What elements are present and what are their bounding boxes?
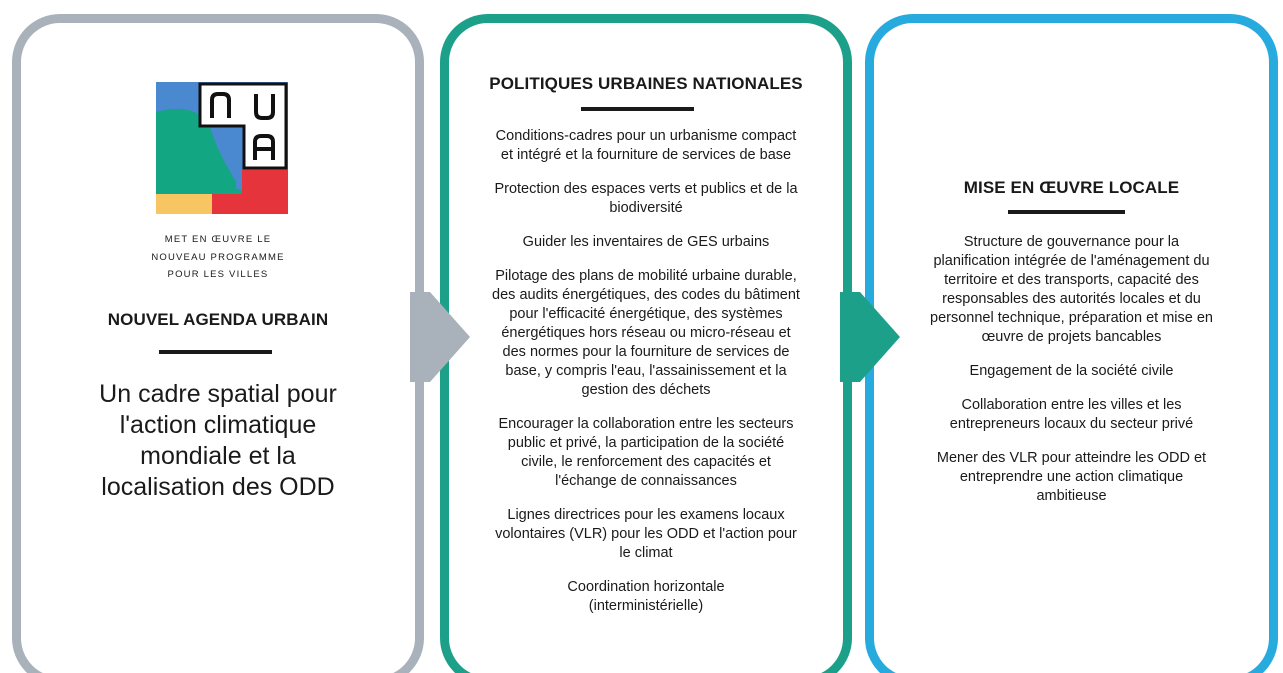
list-item: Lignes directrices pour les examens loca… bbox=[495, 507, 797, 561]
list-item: Conditions-cadres pour un urbanisme comp… bbox=[495, 128, 797, 163]
list-item: Collaboration entre les villes et les en… bbox=[949, 397, 1194, 432]
list-item: Mener des VLR pour atteindre les ODD et … bbox=[936, 450, 1207, 504]
implementation-list: Structure de gouvernance pour la planifi… bbox=[924, 233, 1219, 506]
heading-underline bbox=[581, 107, 694, 111]
panel-local-implementation: MISE EN ŒUVRE LOCALE Structure de gouver… bbox=[865, 14, 1278, 673]
nua-logo bbox=[156, 82, 288, 214]
heading-underline bbox=[1008, 210, 1125, 214]
policy-list: Conditions-cadres pour un urbanisme comp… bbox=[489, 127, 803, 616]
logo-caption-line: MET EN ŒUVRE LE bbox=[164, 234, 272, 245]
panel-national-urban-policies: POLITIQUES URBAINES NATIONALES Condition… bbox=[440, 14, 852, 673]
arrow-right-icon bbox=[410, 292, 470, 382]
panel-new-urban-agenda: MET EN ŒUVRE LE NOUVEAU PROGRAMME POUR L… bbox=[12, 14, 424, 673]
title-line: l'action climatique bbox=[119, 411, 317, 439]
list-item: Protection des espaces verts et publics … bbox=[494, 181, 798, 216]
title-line: localisation des ODD bbox=[101, 473, 335, 501]
list-item: Guider les inventaires de GES urbains bbox=[522, 234, 770, 250]
title-line: mondiale et la bbox=[140, 442, 296, 470]
list-item: Structure de gouvernance pour la planifi… bbox=[930, 234, 1213, 345]
heading-underline bbox=[159, 350, 272, 354]
title-line: Un cadre spatial pour bbox=[99, 380, 337, 408]
list-item: Encourager la collaboration entre les se… bbox=[498, 416, 794, 489]
list-item: Pilotage des plans de mobilité urbaine d… bbox=[492, 268, 800, 398]
logo-caption: MET EN ŒUVRE LE NOUVEAU PROGRAMME POUR L… bbox=[21, 231, 415, 284]
panel-heading: POLITIQUES URBAINES NATIONALES bbox=[489, 74, 803, 93]
list-item: Coordination horizontale (interministéri… bbox=[567, 579, 725, 614]
panel-title: Un cadre spatial pour l'action climatiqu… bbox=[21, 379, 415, 503]
panel-heading: MISE EN ŒUVRE LOCALE bbox=[963, 178, 1180, 197]
logo-caption-line: NOUVEAU PROGRAMME bbox=[151, 251, 285, 263]
panel-heading: NOUVEL AGENDA URBAIN bbox=[107, 310, 329, 329]
logo-caption-line: POUR LES VILLES bbox=[167, 269, 269, 280]
list-item: Engagement de la société civile bbox=[969, 363, 1174, 379]
arrow-right-icon bbox=[840, 292, 900, 382]
